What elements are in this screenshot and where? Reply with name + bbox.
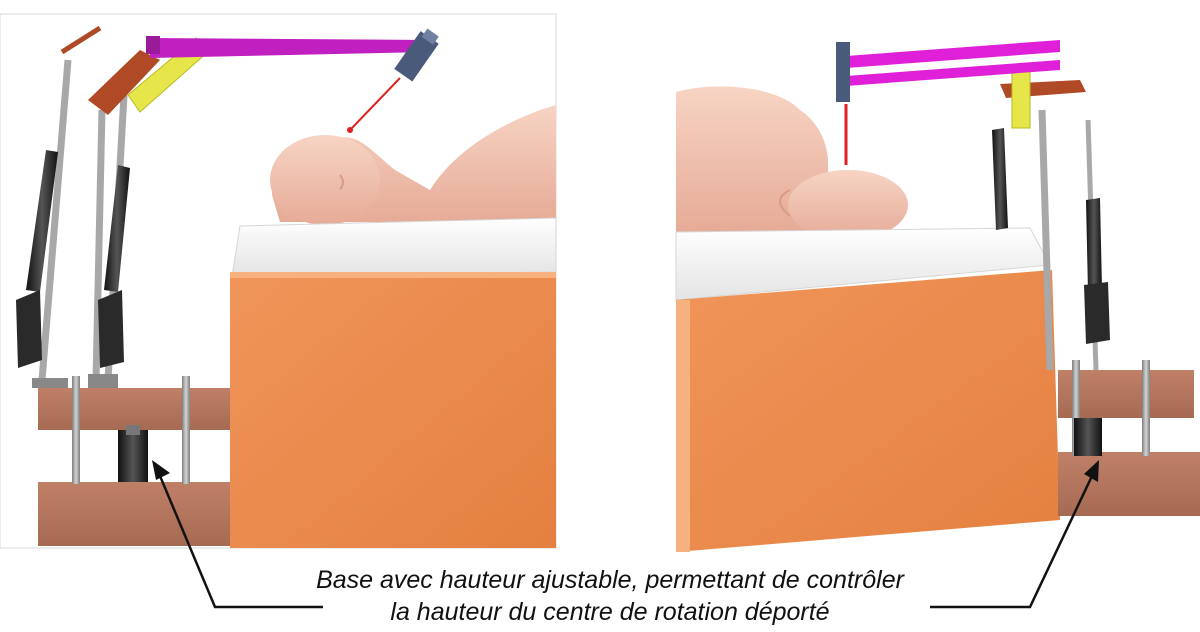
caption-line-2: la hauteur du centre de rotation déporté xyxy=(230,597,990,627)
right-rig-illustration xyxy=(676,0,1200,552)
left-rig-illustration xyxy=(0,14,556,548)
caption-line-1: Base avec hauteur ajustable, permettant … xyxy=(230,565,990,595)
